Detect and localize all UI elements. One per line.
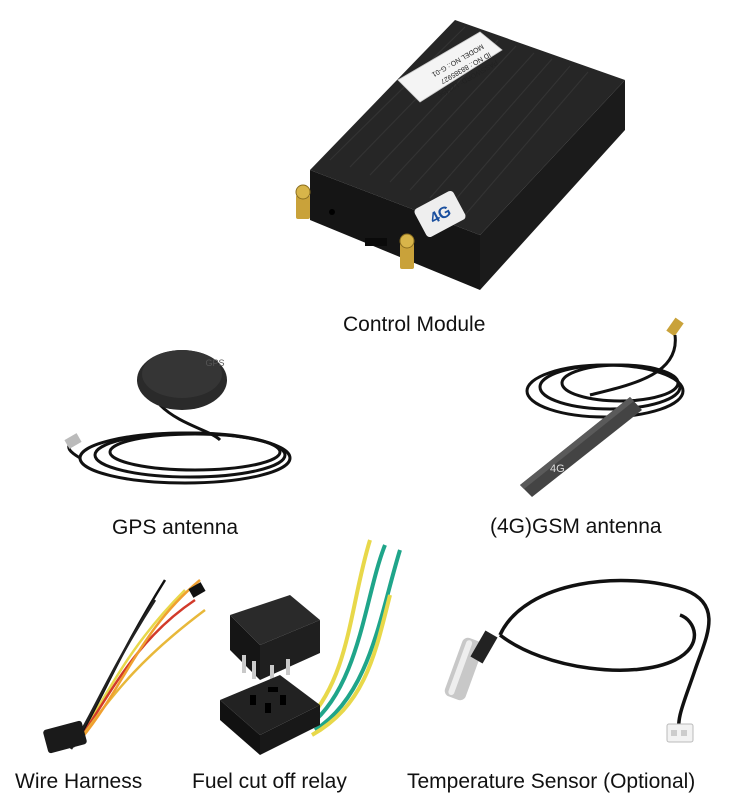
temperature-sensor: Temperature Sensor (Optional) <box>405 560 745 795</box>
caption-fuel-relay: Fuel cut off relay <box>192 770 347 793</box>
sma-connector-left <box>296 195 310 219</box>
caption-gps-antenna: GPS antenna <box>112 516 239 539</box>
caption-wire-harness: Wire Harness <box>15 770 143 793</box>
caption-temperature-sensor: Temperature Sensor (Optional) <box>407 770 696 793</box>
gps-puck-label: GPS <box>205 358 224 368</box>
wire-harness-image <box>43 579 206 754</box>
caption-gsm-antenna: (4G)GSM antenna <box>490 515 662 538</box>
gsm-antenna-image: 4G <box>520 317 685 497</box>
sma-connector-right <box>400 243 414 269</box>
control-module-image: MODEL NO.: G-01 ID NO.: 88385927 PASSWOR… <box>295 20 625 290</box>
gps-antenna-image: GPS <box>64 350 292 485</box>
caption-control-module: Control Module <box>343 313 486 336</box>
temp-sensor-image <box>444 578 711 743</box>
fuel-cut-off-relay: Fuel cut off relay <box>190 535 420 795</box>
wire-harness: Wire Harness <box>15 560 215 795</box>
gps-antenna: GPS GPS antenna <box>60 340 320 540</box>
control-module: MODEL NO.: G-01 ID NO.: 88385927 PASSWOR… <box>270 10 650 336</box>
gsm-antenna: 4G (4G)GSM antenna <box>480 315 720 540</box>
gsm-stick-label: 4G <box>550 463 565 475</box>
fuel-relay-image <box>220 539 402 755</box>
